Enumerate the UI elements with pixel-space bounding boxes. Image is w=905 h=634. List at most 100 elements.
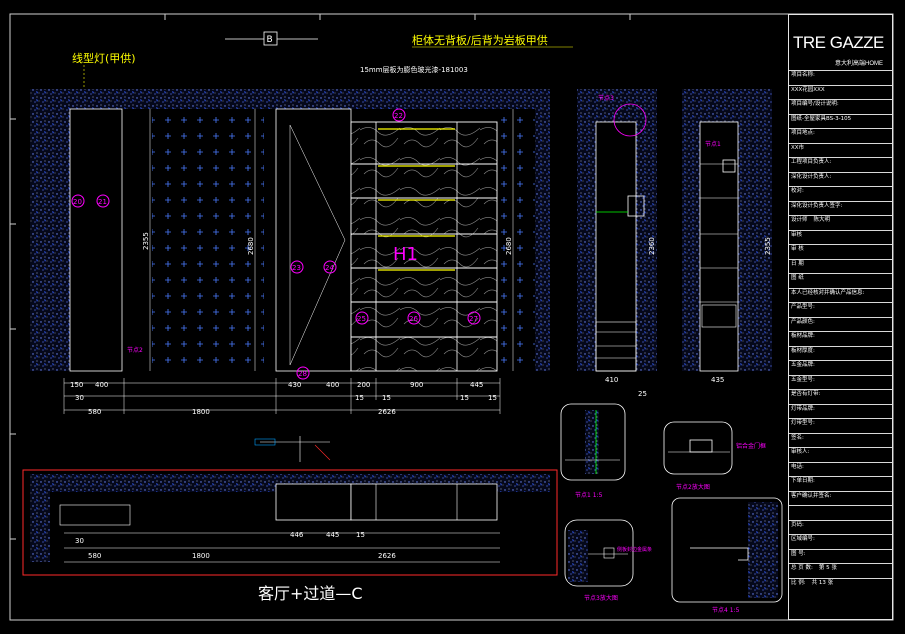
title-block-row: 是否有灯带: — [789, 389, 892, 399]
plan-dim: 15 — [356, 531, 365, 539]
title-block-row: 区域编号: — [789, 534, 892, 544]
cabinet-note: 柜体无背板/后背为岩板甲供 — [412, 33, 548, 47]
detail-4[interactable] — [671, 497, 783, 603]
wall-panel-left — [52, 109, 70, 371]
title-block-row: 深化设计负责人签字: — [789, 200, 892, 211]
title-block-row-value: 第 5 张 — [818, 565, 837, 571]
title-block-row: 五金品牌: — [789, 360, 892, 370]
title-block-row-label: 本人已经核对并确认产品信息: — [791, 289, 865, 296]
shelf-led-strips — [378, 128, 455, 271]
plan-door[interactable] — [59, 504, 131, 526]
detail-1[interactable] — [560, 403, 626, 481]
svg-text:1800: 1800 — [192, 408, 210, 416]
title-block-row-label: 下单日期: — [791, 478, 815, 484]
light-note: 线型灯(甲供) — [72, 51, 136, 65]
svg-text:15: 15 — [488, 394, 497, 402]
title-block-row: 灯带品牌: — [789, 403, 892, 414]
detail-3-label: 节点3放大图 — [584, 594, 618, 602]
plan-dim: 580 — [88, 552, 101, 560]
title-block-row-label: 审核人: — [791, 449, 810, 455]
title-block-row-label: 审核 — [791, 231, 803, 238]
title-block-row: 校对: — [789, 186, 892, 196]
title-block-row-label: 板材厚度: — [791, 347, 815, 354]
plan-cabinet-1[interactable] — [275, 483, 352, 521]
plan-dimension-lines — [64, 532, 500, 563]
svg-text:30: 30 — [75, 394, 84, 402]
title-block-row: 图 号: — [789, 548, 892, 559]
decorative-panel-plus-right — [500, 109, 535, 371]
detail-note-door: 铝合金门框 — [736, 442, 766, 450]
tall-cabinet-frame[interactable] — [275, 108, 352, 372]
title-block-row: 本人已经核对并确认产品信息: — [789, 287, 892, 298]
detail-note-edge: 侧板封边金属条 — [617, 546, 652, 553]
title-block-row-value: 陈大明 — [813, 217, 831, 223]
title-block-row: 产品颜色: — [789, 316, 892, 327]
title-block-row: 项目地点: — [789, 128, 892, 138]
section-mark — [254, 436, 331, 462]
svg-text:445: 445 — [470, 381, 483, 389]
title-block-row: 设计师陈大明 — [789, 215, 892, 225]
title-block-row: 图纸-全屋家具BS-3-105 — [789, 113, 892, 124]
title-block-row: 深化设计负责人: — [789, 171, 892, 182]
svg-text:26: 26 — [409, 315, 418, 323]
decorative-panel-plus — [152, 109, 264, 371]
title-block-row: 审 核 — [789, 244, 892, 254]
title-block-row-label: 电话: — [791, 463, 804, 470]
detail-3[interactable] — [564, 519, 634, 587]
title-block-row-value: 共 13 张 — [811, 579, 834, 586]
side-elevation-2[interactable] — [682, 89, 772, 372]
svg-text:23: 23 — [292, 264, 301, 272]
drawing-title: 客厅+过道—C — [258, 584, 363, 603]
svg-text:400: 400 — [326, 381, 339, 389]
plan-dim: 445 — [326, 531, 339, 539]
svg-text:15: 15 — [382, 394, 391, 402]
wall-concrete-left — [30, 109, 52, 371]
svg-text:20: 20 — [73, 198, 82, 206]
title-block-row-label: XXX花园XXX — [791, 86, 825, 93]
height-dim-label: 2680 — [247, 237, 255, 255]
title-block-row: 项目名称: — [789, 70, 892, 80]
shelf-unit-frame[interactable] — [350, 121, 498, 372]
title-block-row-label: 灯带品牌: — [791, 405, 815, 412]
title-block-row: XXX花园XXX — [789, 84, 892, 95]
title-block-row-label: 项目地点: — [791, 130, 815, 136]
detail-2[interactable] — [663, 421, 733, 475]
title-block-row: 五金型号: — [789, 374, 892, 385]
plan-cabinet-2[interactable] — [350, 483, 498, 521]
svg-text:15: 15 — [355, 394, 364, 402]
plan-dim: 1800 — [192, 552, 210, 560]
svg-text:25: 25 — [357, 315, 366, 323]
title-block-row-label: 校对: — [791, 188, 804, 194]
title-block-row-label: 审 核 — [791, 246, 804, 252]
title-block-row-label: 设计师 — [791, 217, 808, 223]
title-block-row: 日 期 — [789, 258, 892, 269]
door-leaf[interactable] — [69, 108, 123, 372]
title-block-row: 图 纸 — [789, 273, 892, 283]
title-block-row-label: 项目名称: — [791, 72, 815, 78]
title-block-row: 灯带型号: — [789, 418, 892, 428]
title-block-row-label: 深化设计负责人: — [791, 173, 832, 180]
title-block-row: 比 例: 共 13 张 — [789, 577, 892, 588]
svg-text:28: 28 — [298, 370, 307, 378]
plan-section-frame[interactable] — [22, 469, 558, 576]
title-block-row-label: 签名: — [791, 434, 804, 441]
side1-height: 2360 — [648, 237, 656, 255]
brand-logo: TRE GAZZE — [793, 33, 884, 52]
title-block-row-label: 工程项目负责人: — [791, 159, 832, 165]
title-block-row-label: 比 例: — [791, 579, 806, 586]
title-block-row-label: 客户确认并签名: — [791, 492, 832, 499]
svg-text:580: 580 — [88, 408, 101, 416]
title-block-row-label: 深化设计负责人签字: — [791, 202, 843, 209]
side1-thickness: 25 — [638, 390, 647, 398]
side-elevation-1[interactable] — [577, 89, 657, 372]
side1-width: 410 — [605, 376, 618, 384]
svg-text:150: 150 — [70, 381, 83, 389]
title-block-row-label: 总 页 数: — [791, 565, 813, 571]
detail-tag-3: 节点3 — [598, 94, 614, 102]
title-block-row: 下单日期: — [789, 476, 892, 486]
title-block-row: 总 页 数: 第 5 张 — [789, 563, 892, 573]
title-block-row-label: 灯带型号: — [791, 420, 815, 426]
title-block-row: 产品型号: — [789, 302, 892, 312]
